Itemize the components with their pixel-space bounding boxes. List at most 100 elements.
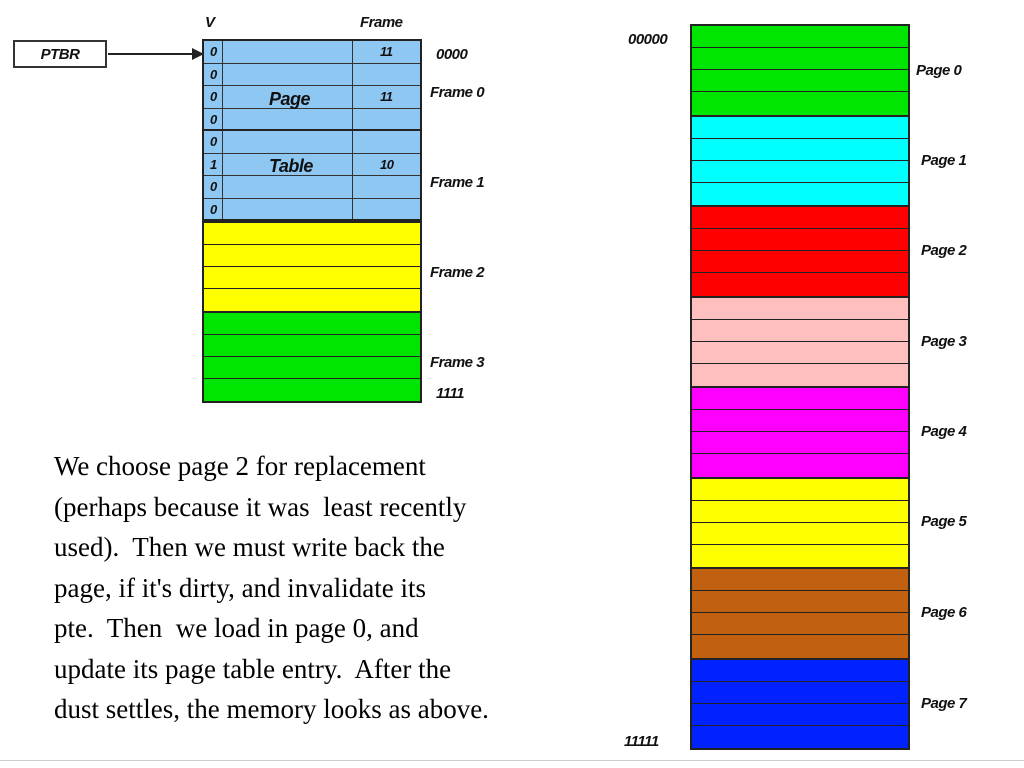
pte-valid-bit: 0 bbox=[210, 44, 217, 59]
virtual-page-7 bbox=[690, 657, 910, 750]
memory-word-row bbox=[692, 92, 908, 114]
page-table-entry: 0 bbox=[204, 64, 420, 86]
pte-frame-number: 11 bbox=[380, 89, 393, 104]
page-label-3: Page 3 bbox=[921, 333, 967, 350]
virtual-page-0 bbox=[690, 24, 910, 117]
page-table-header-frame: Frame bbox=[360, 14, 403, 31]
page-label-2: Page 2 bbox=[921, 242, 967, 259]
ptbr-label: PTBR bbox=[40, 45, 80, 63]
virtual-start-address: 00000 bbox=[628, 31, 668, 48]
explanation-text: We choose page 2 for replacement (perhap… bbox=[54, 446, 614, 730]
memory-word-row bbox=[692, 523, 908, 545]
memory-word-row bbox=[692, 545, 908, 567]
memory-word-row bbox=[692, 342, 908, 364]
memory-word-row bbox=[692, 432, 908, 454]
physical-end-address: 1111 bbox=[436, 385, 465, 402]
page-label-1: Page 1 bbox=[921, 152, 967, 169]
page-label-4: Page 4 bbox=[921, 423, 967, 440]
memory-word-row bbox=[692, 704, 908, 726]
explanation-line: dust settles, the memory looks as above. bbox=[54, 694, 489, 724]
memory-word-row bbox=[692, 501, 908, 523]
virtual-page-6 bbox=[690, 567, 910, 660]
memory-word-row bbox=[692, 613, 908, 635]
ptbr-arrow-head bbox=[192, 48, 204, 60]
memory-word-row bbox=[692, 364, 908, 386]
virtual-end-address: 11111 bbox=[624, 733, 659, 750]
pte-valid-bit: 0 bbox=[210, 89, 217, 104]
memory-word-row bbox=[692, 410, 908, 432]
explanation-line: update its page table entry. After the bbox=[54, 653, 452, 684]
page-table-entry: 0 11 bbox=[204, 41, 420, 64]
pte-valid-bit: 0 bbox=[210, 111, 217, 127]
memory-word-row bbox=[692, 251, 908, 273]
frame-label-3: Frame 3 bbox=[430, 354, 485, 371]
page-label-0: Page 0 bbox=[916, 62, 962, 79]
pte-valid-bit: 0 bbox=[210, 66, 217, 82]
virtual-page-4 bbox=[690, 386, 910, 479]
memory-word-row bbox=[204, 267, 420, 289]
page-table-entry: 0 bbox=[204, 199, 420, 222]
page-table-word-page: Page bbox=[269, 89, 311, 109]
explanation-line: (perhaps because it was least recently bbox=[54, 491, 467, 522]
pte-valid-bit: 0 bbox=[210, 201, 217, 217]
memory-word-row bbox=[692, 70, 908, 92]
page-table-entry: 0 11 bbox=[204, 86, 420, 109]
page-table-entry: 1 10 bbox=[204, 154, 420, 176]
frame-label-2: Frame 2 bbox=[430, 264, 485, 281]
page-table-word-table: Table bbox=[269, 156, 313, 176]
memory-word-row bbox=[692, 660, 908, 682]
memory-word-row bbox=[692, 139, 908, 161]
memory-word-row bbox=[692, 726, 908, 748]
page-label-6: Page 6 bbox=[921, 604, 967, 621]
memory-word-row bbox=[692, 26, 908, 48]
pte-valid-bit: 0 bbox=[210, 134, 217, 149]
explanation-line: pte. Then we load in page 0, and bbox=[54, 613, 419, 643]
page-label-7: Page 7 bbox=[921, 695, 967, 712]
page-table-entry: 0 bbox=[204, 109, 420, 131]
page-table-header-v: V bbox=[205, 14, 215, 31]
memory-word-row bbox=[692, 388, 908, 410]
memory-word-row bbox=[692, 117, 908, 139]
pte-frame-number: 11 bbox=[380, 44, 393, 59]
explanation-line: We choose page 2 for replacement bbox=[54, 451, 426, 481]
memory-word-row bbox=[692, 48, 908, 70]
memory-word-row bbox=[692, 635, 908, 657]
memory-word-row bbox=[204, 245, 420, 267]
ptbr-register: PTBR bbox=[13, 40, 107, 68]
memory-word-row bbox=[204, 357, 420, 379]
virtual-page-2 bbox=[690, 205, 910, 298]
explanation-line: used). Then we must write back the bbox=[54, 532, 445, 562]
page-table-entry: 0 bbox=[204, 131, 420, 154]
memory-word-row bbox=[692, 207, 908, 229]
virtual-page-1 bbox=[690, 114, 910, 207]
page-table-entry: 0 bbox=[204, 176, 420, 199]
memory-word-row bbox=[692, 229, 908, 251]
memory-word-row bbox=[692, 183, 908, 205]
memory-word-row bbox=[692, 591, 908, 613]
memory-word-row bbox=[692, 479, 908, 501]
memory-word-row bbox=[692, 454, 908, 476]
explanation-line: page, if it's dirty, and invalidate its bbox=[54, 572, 427, 603]
memory-word-row bbox=[204, 289, 420, 311]
frame-label-1: Frame 1 bbox=[430, 174, 485, 191]
memory-word-row bbox=[692, 298, 908, 320]
physical-start-address: 0000 bbox=[436, 46, 468, 63]
page-label-5: Page 5 bbox=[921, 513, 967, 530]
pte-valid-bit: 0 bbox=[210, 179, 217, 194]
memory-word-row bbox=[692, 569, 908, 591]
memory-word-row bbox=[204, 379, 420, 401]
virtual-page-5 bbox=[690, 476, 910, 569]
frame-label-0: Frame 0 bbox=[430, 84, 485, 101]
memory-word-row bbox=[204, 335, 420, 357]
memory-word-row bbox=[692, 161, 908, 183]
ptbr-arrow-line bbox=[108, 53, 194, 55]
pte-valid-bit: 1 bbox=[210, 156, 217, 172]
memory-word-row bbox=[692, 273, 908, 295]
physical-frame-3 bbox=[202, 311, 422, 403]
physical-frame-2 bbox=[202, 221, 422, 313]
memory-word-row bbox=[692, 682, 908, 704]
pte-frame-number: 10 bbox=[380, 156, 394, 172]
virtual-page-3 bbox=[690, 295, 910, 388]
slide-bottom-rule bbox=[0, 760, 1024, 761]
